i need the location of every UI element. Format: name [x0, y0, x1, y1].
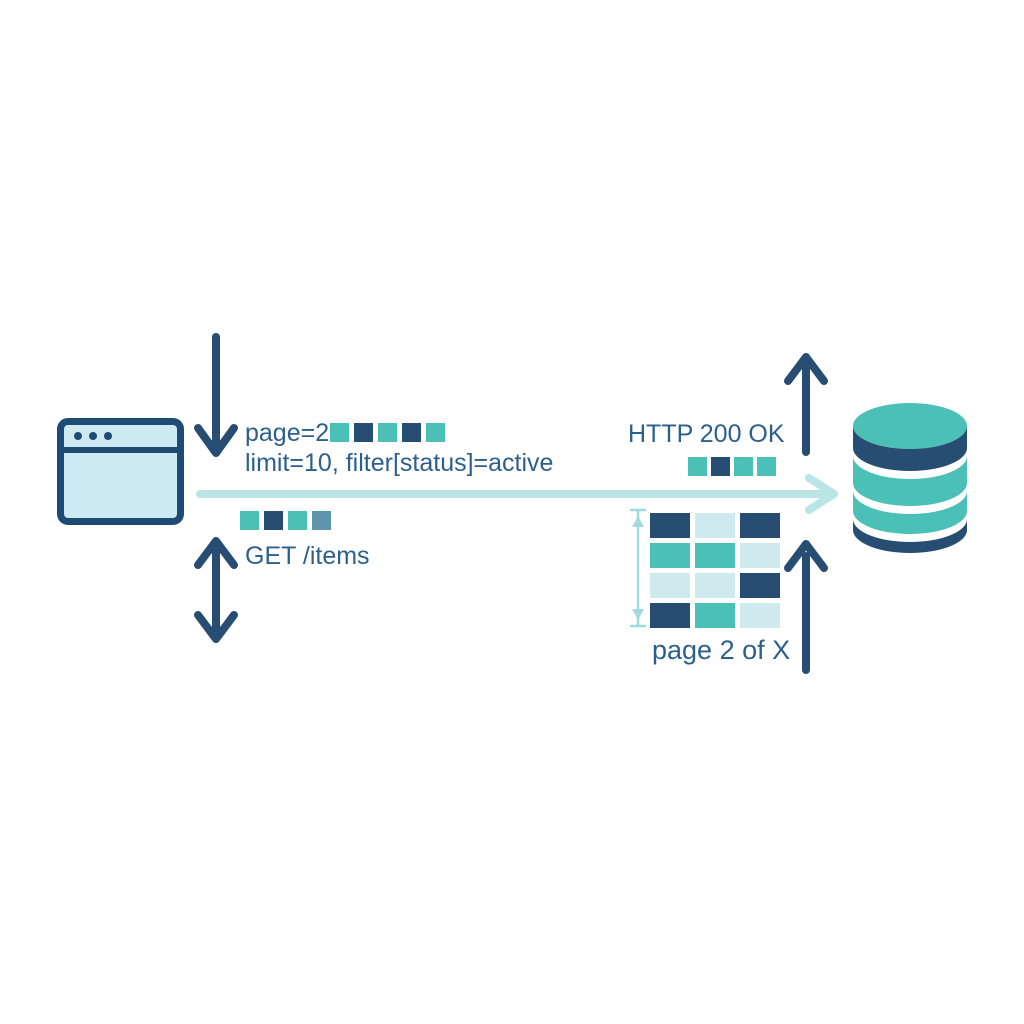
- grid-cell: [695, 603, 735, 628]
- response-status-label: HTTP 200 OK: [628, 420, 785, 448]
- data-square: [426, 423, 445, 442]
- data-square: [288, 511, 307, 530]
- browser-dot-icon: [74, 432, 82, 440]
- data-square: [330, 423, 349, 442]
- response-up-arrow-top-icon: [784, 353, 828, 456]
- grid-cell: [695, 543, 735, 568]
- data-square: [240, 511, 259, 530]
- data-square: [264, 511, 283, 530]
- response-up-arrow-bottom-icon: [784, 540, 828, 674]
- data-square: [354, 423, 373, 442]
- page-size-dimension-icon: [630, 508, 646, 628]
- data-square: [734, 457, 753, 476]
- data-square: [402, 423, 421, 442]
- request-query-params-label: limit=10, filter[status]=active: [245, 449, 554, 477]
- grid-cell: [650, 513, 690, 538]
- request-payload-squares: [240, 511, 331, 530]
- browser-dot-icon: [89, 432, 97, 440]
- flow-arrow-icon: [196, 474, 838, 514]
- grid-cell: [695, 513, 735, 538]
- response-status-squares: [688, 457, 776, 476]
- data-square: [312, 511, 331, 530]
- request-down-arrow-icon: [194, 333, 238, 457]
- grid-cell: [650, 573, 690, 598]
- data-square: [757, 457, 776, 476]
- browser-dot-icon: [104, 432, 112, 440]
- database-icon: [853, 403, 967, 553]
- request-param-squares: [330, 423, 445, 442]
- data-square: [688, 457, 707, 476]
- grid-cell: [740, 573, 780, 598]
- browser-titlebar: [64, 425, 177, 453]
- request-method-label: GET /items: [245, 542, 370, 570]
- page-indicator-label: page 2 of X: [652, 635, 791, 665]
- data-square: [378, 423, 397, 442]
- result-items-grid: [650, 513, 780, 628]
- grid-cell: [740, 513, 780, 538]
- grid-cell: [695, 573, 735, 598]
- browser-window-icon: [57, 418, 184, 525]
- grid-cell: [650, 543, 690, 568]
- grid-cell: [740, 543, 780, 568]
- grid-cell: [650, 603, 690, 628]
- grid-cell: [740, 603, 780, 628]
- request-page-param-label: page=2: [245, 419, 330, 447]
- request-double-arrow-icon: [194, 537, 238, 643]
- data-square: [711, 457, 730, 476]
